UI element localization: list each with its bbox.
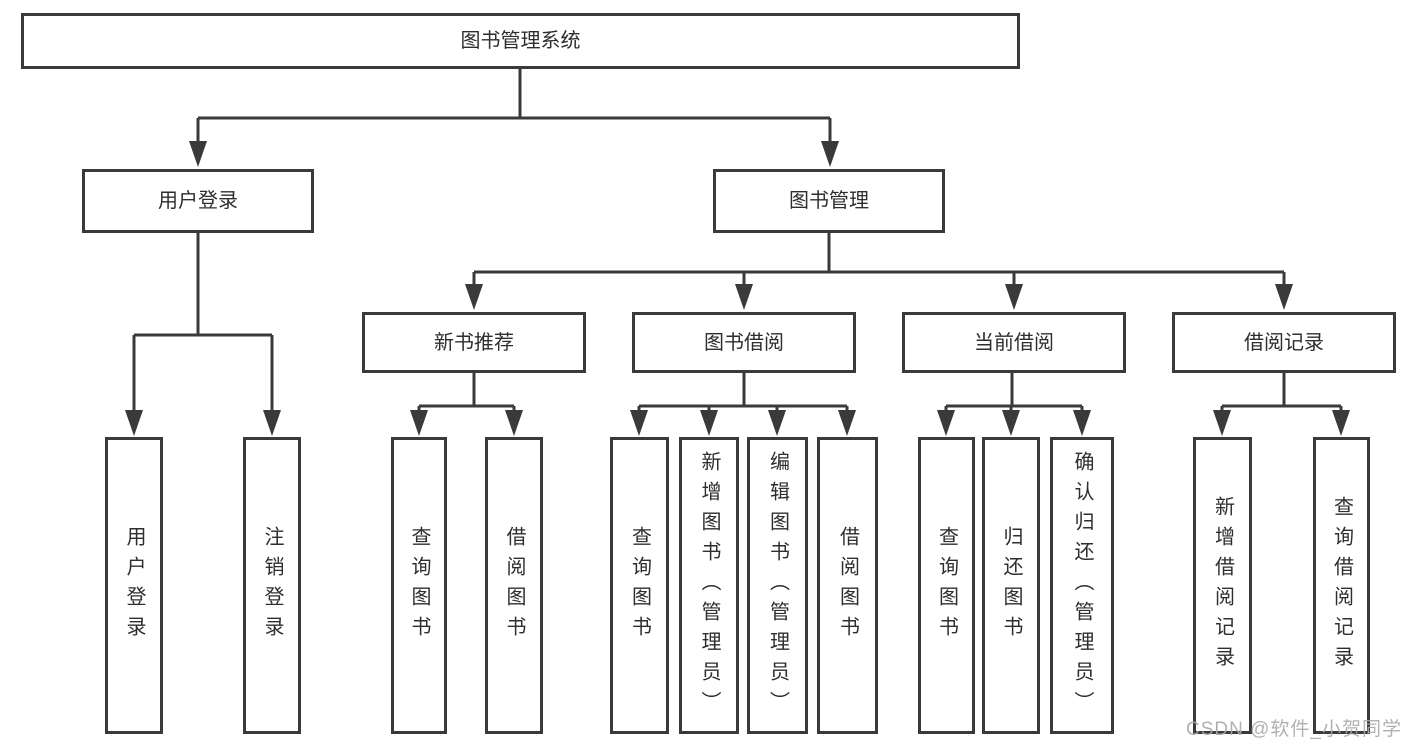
leaf-add-borrow-record: 新增借阅记录 <box>1193 437 1252 734</box>
node-label: 注销登录 <box>261 525 283 646</box>
node-label: 查询借阅记录 <box>1330 495 1353 676</box>
watermark: CSDN @软件_小贺同学 <box>1186 719 1402 740</box>
node-label: 编辑图书（管理员） <box>766 450 789 721</box>
node-label: 查询图书 <box>408 525 430 646</box>
node-label: 图书管理系统 <box>460 30 581 52</box>
node-label: 用户登录 <box>123 525 145 646</box>
node-label: 借阅图书 <box>503 525 525 646</box>
leaf-borrow-books-recommend: 借阅图书 <box>485 437 543 734</box>
node-label: 借阅记录 <box>1244 331 1324 354</box>
node-user-login: 用户登录 <box>82 169 314 233</box>
node-label: 借阅图书 <box>836 525 859 646</box>
leaf-logout: 注销登录 <box>243 437 301 734</box>
node-book-borrow: 图书借阅 <box>632 312 856 373</box>
node-label: 新书推荐 <box>434 331 514 354</box>
node-label: 当前借阅 <box>974 331 1054 354</box>
node-borrow-records: 借阅记录 <box>1172 312 1396 373</box>
node-label: 查询图书 <box>935 525 958 646</box>
node-label: 确认归还（管理员） <box>1071 450 1093 721</box>
node-new-book-recommend: 新书推荐 <box>362 312 586 373</box>
node-root: 图书管理系统 <box>21 13 1020 69</box>
leaf-query-books-recommend: 查询图书 <box>391 437 447 734</box>
leaf-query-books-borrow: 查询图书 <box>610 437 669 734</box>
leaf-confirm-return-admin: 确认归还（管理员） <box>1050 437 1114 734</box>
leaf-return-books: 归还图书 <box>982 437 1040 734</box>
leaf-add-books-admin: 新增图书（管理员） <box>679 437 739 734</box>
node-current-borrow: 当前借阅 <box>902 312 1126 373</box>
node-label: 归还图书 <box>1000 525 1022 646</box>
leaf-query-books-current: 查询图书 <box>918 437 975 734</box>
node-label: 用户登录 <box>158 190 238 212</box>
node-label: 图书借阅 <box>704 331 784 354</box>
node-label: 查询图书 <box>628 525 651 646</box>
leaf-query-borrow-record: 查询借阅记录 <box>1313 437 1370 734</box>
leaf-borrow-books: 借阅图书 <box>817 437 878 734</box>
node-label: 新增图书（管理员） <box>698 450 720 721</box>
leaf-edit-books-admin: 编辑图书（管理员） <box>747 437 808 734</box>
leaf-user-login: 用户登录 <box>105 437 163 734</box>
node-label: 新增借阅记录 <box>1211 495 1234 676</box>
node-book-management: 图书管理 <box>713 169 945 233</box>
node-label: 图书管理 <box>789 190 869 212</box>
